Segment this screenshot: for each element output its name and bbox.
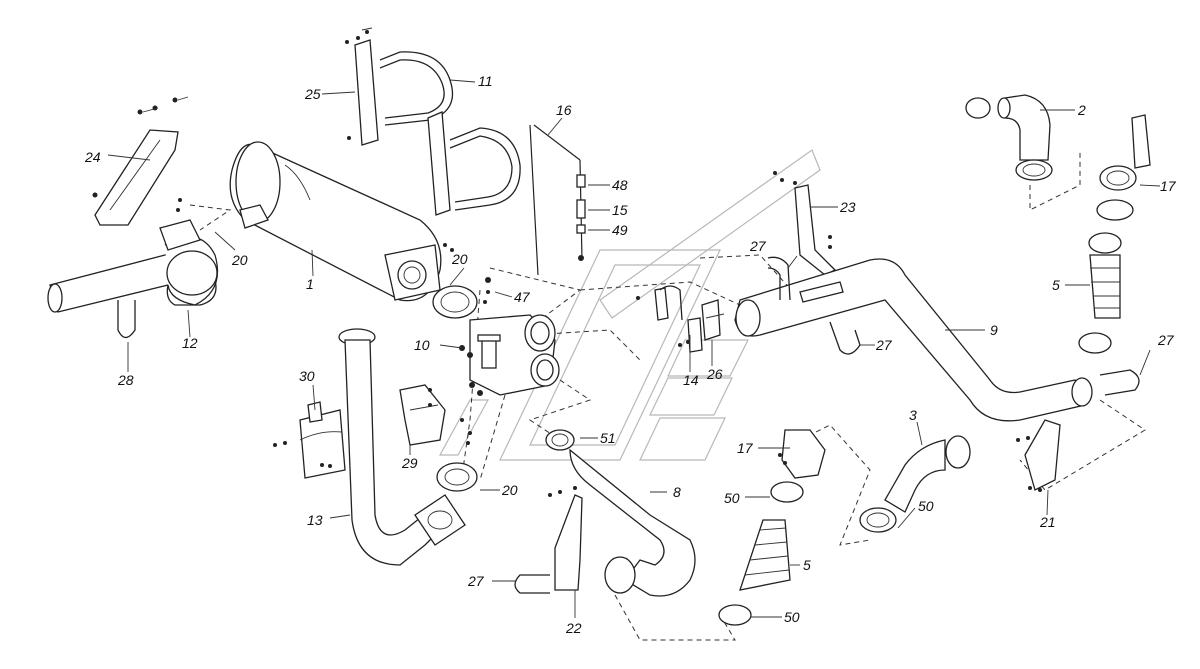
bracket-23 xyxy=(773,171,837,276)
callout-1: 1 xyxy=(306,276,314,292)
callout-13: 13 xyxy=(307,512,323,528)
callout-24: 24 xyxy=(84,149,101,165)
u-bolt-27-top xyxy=(767,256,791,301)
callout-17a: 17 xyxy=(1160,178,1177,194)
callout-51: 51 xyxy=(600,430,616,446)
clamp-17-bottom xyxy=(778,429,826,479)
strap-bracket-25 xyxy=(345,27,379,146)
muffler-1 xyxy=(229,141,454,302)
callout-2: 2 xyxy=(1077,102,1086,118)
exhaust-pipe-13 xyxy=(338,328,466,566)
callout-50b: 50 xyxy=(918,498,934,514)
callout-16: 16 xyxy=(556,102,572,118)
strap-lower xyxy=(427,111,521,216)
bellows-5-right xyxy=(1078,199,1134,354)
callout-17b: 17 xyxy=(737,440,754,456)
callout-23: 23 xyxy=(839,199,856,215)
elbow-2 xyxy=(965,94,1053,181)
rod-16 xyxy=(529,124,586,276)
callout-12: 12 xyxy=(182,335,198,351)
callout-20b: 20 xyxy=(451,251,468,267)
callout-15: 15 xyxy=(612,202,628,218)
bellows-5-bottom xyxy=(718,481,804,626)
u-bolt-27-mid xyxy=(829,321,861,355)
gasket-20-lower xyxy=(436,431,478,492)
exhaust-pipe-12 xyxy=(47,198,219,313)
callout-26: 26 xyxy=(706,366,723,382)
callout-27a: 27 xyxy=(749,238,767,254)
callout-30: 30 xyxy=(299,368,315,384)
callout-25: 25 xyxy=(304,86,321,102)
callout-29: 29 xyxy=(401,455,418,471)
bracket-24 xyxy=(92,96,189,226)
callout-3: 3 xyxy=(909,407,917,423)
clamp-17-top xyxy=(1099,114,1151,191)
callout-47: 47 xyxy=(514,289,531,305)
callout-49: 49 xyxy=(612,222,628,238)
callout-20a: 20 xyxy=(231,252,248,268)
exhaust-pipe-8 xyxy=(569,448,696,597)
valve-assembly-10 xyxy=(459,277,560,396)
u-bolt-27-right xyxy=(1099,369,1140,396)
callout-27b: 27 xyxy=(875,337,893,353)
callout-22: 22 xyxy=(565,620,582,636)
callout-27d: 27 xyxy=(467,573,485,589)
bracket-22 xyxy=(548,486,583,591)
leader-lines xyxy=(107,79,1161,618)
callout-50c: 50 xyxy=(784,609,800,625)
exhaust-pipe-9 xyxy=(734,258,1093,422)
clamp-51 xyxy=(545,429,575,451)
callout-labels: 1 2 3 5 5 8 9 10 11 12 13 14 15 16 17 17… xyxy=(84,73,1177,636)
bracket-21 xyxy=(1016,419,1061,492)
callout-14: 14 xyxy=(683,372,699,388)
callout-50a: 50 xyxy=(724,490,740,506)
bracket-29 xyxy=(399,384,464,446)
bracket-14 xyxy=(636,285,703,353)
callout-48: 48 xyxy=(612,177,628,193)
callout-5b: 5 xyxy=(803,557,811,573)
bracket-26 xyxy=(701,299,725,341)
gasket-20-center xyxy=(432,285,478,319)
callout-10: 10 xyxy=(414,337,430,353)
clamp-30 xyxy=(273,401,346,479)
u-bolt-27-bottom xyxy=(514,574,550,594)
u-bolt-28 xyxy=(117,300,136,339)
callout-28: 28 xyxy=(117,372,134,388)
callout-8: 8 xyxy=(673,484,681,500)
callout-9: 9 xyxy=(990,322,998,338)
callout-5a: 5 xyxy=(1052,277,1060,293)
elbow-3 xyxy=(859,435,971,533)
callout-27c: 27 xyxy=(1157,332,1175,348)
callout-20c: 20 xyxy=(501,482,518,498)
callout-21: 21 xyxy=(1039,514,1056,530)
callout-11: 11 xyxy=(478,73,493,89)
